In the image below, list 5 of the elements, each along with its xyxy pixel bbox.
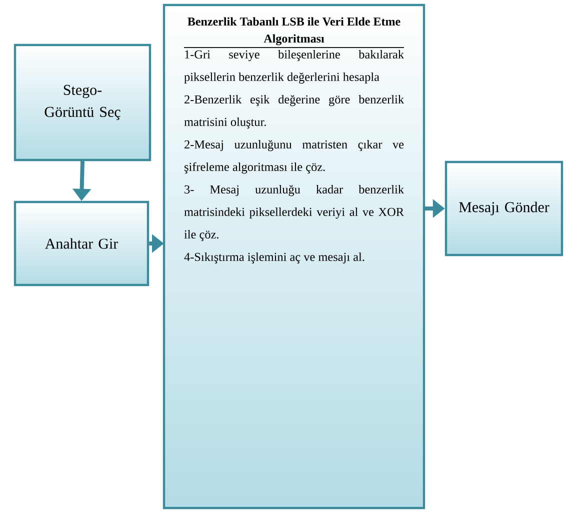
algorithm-box: [162, 4, 426, 510]
process-box: Mesajı Gönder: [444, 160, 564, 256]
process-box: Stego-Görüntü Seç: [14, 44, 152, 162]
process-box: Anahtar Gir: [14, 200, 150, 286]
box-text: Benzerlik Tabanlı LSB ile Veri Elde Etme Algoritması 1-Gri seviye bileşenlerine bakılarak piksellerin benzerlik değerlerini hesapla 2-Benzerlik eşik değerine göre benzerlik matrisini oluştur. 2-Mesaj uzunluğunu matristen çıkar ve şifreleme algoritması ile çöz. 3- Mesaj uzunluğu kadar benzerlik matrisindeki piksellerdeki veriyi al ve XOR ile çöz. 4-Sıkıştırma işlemini aç ve mesajı al.: [184, 17, 404, 264]
